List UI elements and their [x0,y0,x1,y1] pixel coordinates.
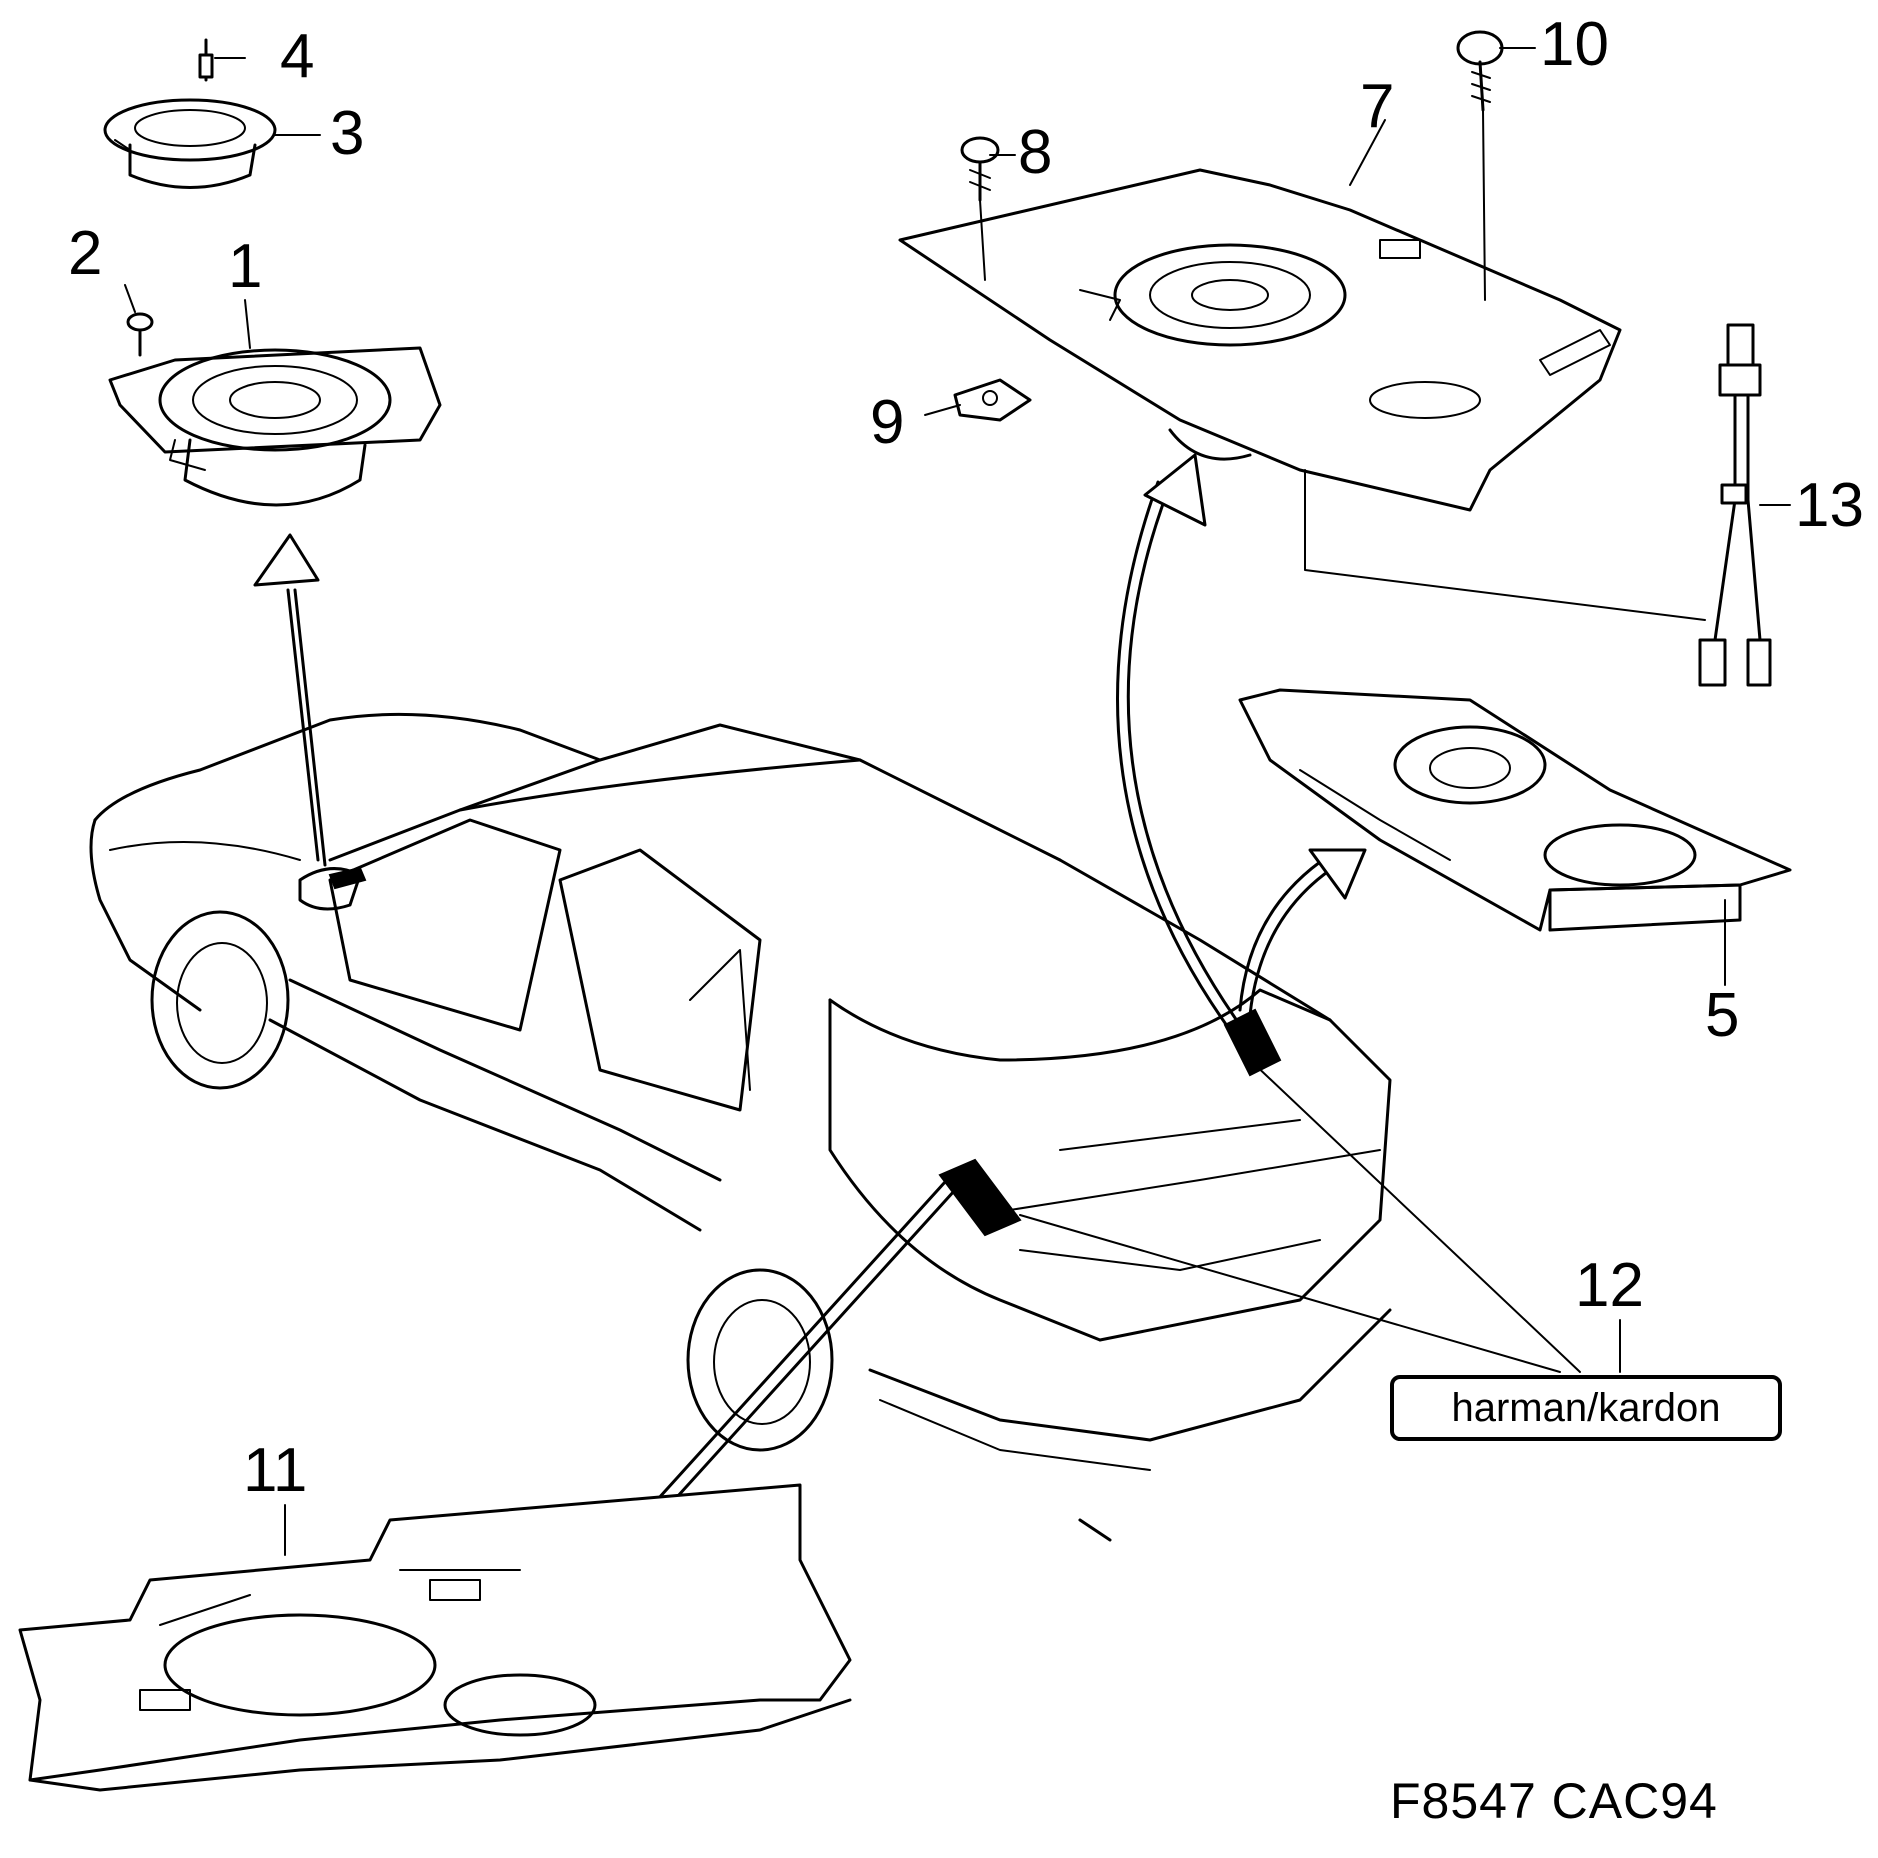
rear-shelf-location-marker [1223,1008,1282,1077]
leader-9 [924,404,961,416]
callout-8: 8 [1018,118,1053,187]
figure-code: F8547 CAC94 [1390,1773,1718,1829]
callout-7: 7 [1360,72,1395,141]
arrow-rear-right [1238,848,1367,1017]
leader-2 [124,284,136,313]
callout-5: 5 [1705,981,1740,1050]
arrow-rear-shelf [1116,453,1242,1032]
car-outline [89,712,1392,1542]
callout-10: 10 [1540,10,1609,79]
part-8-bolt [960,136,1000,281]
callout-12: 12 [1575,1251,1644,1320]
harman-kardon-badge: harman/kardon [1390,1375,1782,1441]
part-4-pin [198,38,214,82]
part-5-rear-speaker-panel [1238,688,1792,986]
part-7-parcel-shelf [898,168,1622,512]
callout-11: 11 [243,1436,308,1505]
callout-3: 3 [330,99,365,168]
callout-4: 4 [280,22,315,91]
harness-connector-line [1304,469,1706,621]
part-9-clip-nut [953,378,1032,422]
rear-speaker-location-marker [938,1158,1022,1237]
callout-1: 1 [228,232,263,301]
front-speaker-location-marker [328,866,367,890]
part-2-screw [126,312,154,357]
callout-13: 13 [1795,471,1864,540]
callout-2: 2 [68,219,103,288]
part-10-screw [1456,30,1504,301]
leader-1 [244,299,251,349]
arrow-front-speaker [253,533,327,867]
callout-9: 9 [870,388,905,457]
part-11-trunk-panel [18,1483,852,1792]
part-13-wiring-harness [1698,323,1772,687]
leader-7 [1349,119,1386,186]
leader-12a [1249,1059,1581,1373]
part-3-tweeter [103,98,277,189]
part-1-front-speaker [108,346,442,507]
leader-12b [1019,1214,1561,1373]
